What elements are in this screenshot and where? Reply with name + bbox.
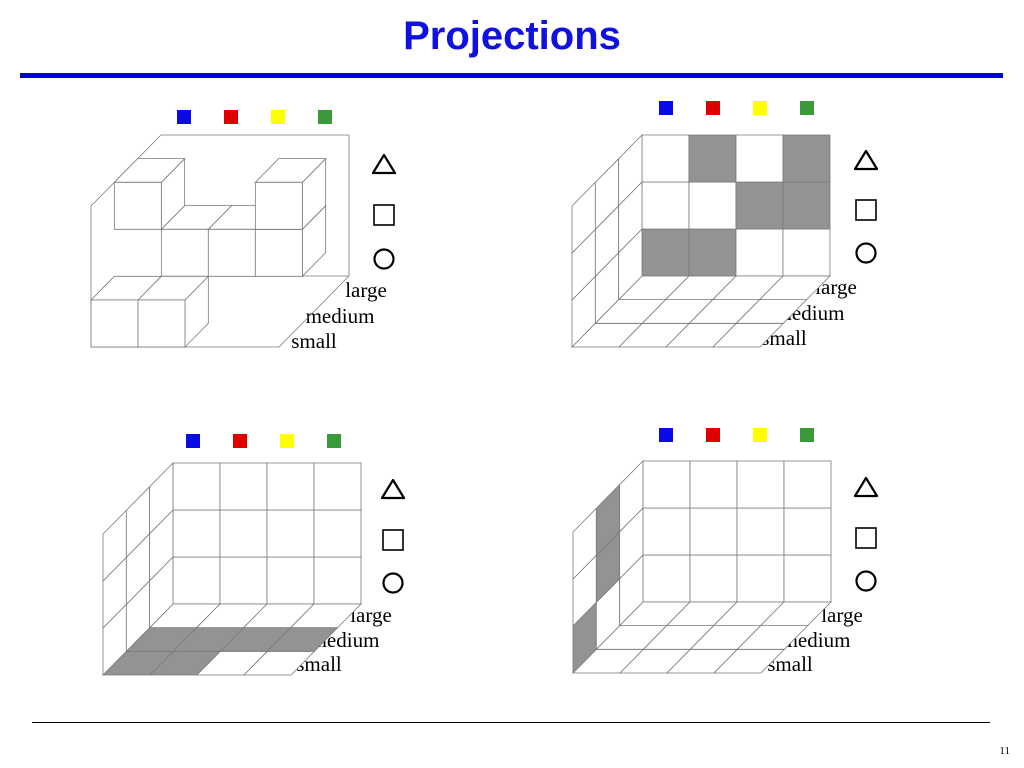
footer-divider — [32, 722, 990, 723]
back-wall-cell — [735, 134, 784, 183]
back-wall-cell — [641, 181, 690, 230]
square-icon — [373, 204, 395, 226]
back-wall-cell — [219, 462, 268, 511]
back-wall-cell — [172, 462, 221, 511]
square-icon — [855, 199, 877, 221]
swatch-blue — [659, 101, 673, 115]
swatch-blue — [659, 428, 673, 442]
shaded-cell — [641, 228, 690, 277]
back-wall-cell — [266, 462, 315, 511]
swatch-yellow — [271, 110, 285, 124]
back-wall-cell — [736, 554, 785, 603]
cube-front-face — [254, 181, 303, 230]
back-wall-cell — [689, 507, 738, 556]
back-wall-cell — [219, 509, 268, 558]
circle-icon — [373, 248, 395, 270]
page-number: 11 — [999, 745, 1010, 757]
back-wall-cell — [172, 509, 221, 558]
back-wall-cell — [735, 228, 784, 277]
back-wall-cell — [266, 509, 315, 558]
size-label-large: large — [821, 603, 863, 627]
cube-front-face — [254, 228, 303, 277]
swatch-yellow — [753, 101, 767, 115]
back-wall-cell — [642, 507, 691, 556]
back-wall-cell — [642, 554, 691, 603]
back-wall-cell — [736, 507, 785, 556]
swatch-green — [800, 428, 814, 442]
size-label-small: small — [291, 329, 337, 353]
swatch-yellow — [753, 428, 767, 442]
cube-block — [254, 157, 327, 231]
swatch-red — [706, 101, 720, 115]
back-wall-cell — [736, 460, 785, 509]
circle-icon — [855, 242, 877, 264]
cube-front-face — [207, 228, 256, 277]
shaded-cell — [688, 228, 737, 277]
back-wall-cell — [783, 460, 832, 509]
circle-icon — [382, 572, 404, 594]
size-label-medium: medium — [306, 304, 375, 328]
back-wall-cell — [313, 509, 362, 558]
back-wall-cell — [783, 554, 832, 603]
floor-cell — [759, 601, 832, 627]
back-wall-cell — [313, 556, 362, 605]
cube-front-face — [137, 299, 186, 348]
triangle-icon — [853, 149, 879, 171]
shaded-cell — [782, 181, 831, 230]
swatch-green — [327, 434, 341, 448]
circle-icon — [855, 570, 877, 592]
back-wall-cell — [313, 462, 362, 511]
back-wall-cell — [641, 134, 690, 183]
cube-front-face — [90, 299, 139, 348]
side-wall-cell — [619, 460, 644, 533]
swatch-red — [706, 428, 720, 442]
side-wall-cell — [618, 134, 643, 207]
back-wall-cell — [782, 228, 831, 277]
triangle-icon — [380, 478, 406, 500]
swatch-red — [233, 434, 247, 448]
cube-block — [137, 275, 210, 348]
swatch-yellow — [280, 434, 294, 448]
back-wall-cell — [219, 556, 268, 605]
size-label-large: large — [345, 278, 387, 302]
cube-front-face — [113, 181, 162, 230]
shaded-cell — [782, 134, 831, 183]
square-icon — [382, 529, 404, 551]
back-wall-cell — [642, 460, 691, 509]
swatch-green — [800, 101, 814, 115]
shaded-cell — [735, 181, 784, 230]
square-icon — [855, 527, 877, 549]
title-underline — [20, 73, 1003, 78]
side-wall-cell — [149, 462, 174, 535]
swatch-blue — [186, 434, 200, 448]
shaded-cell — [688, 134, 737, 183]
back-wall-cell — [689, 554, 738, 603]
back-wall-cell — [689, 460, 738, 509]
back-wall-cell — [172, 556, 221, 605]
triangle-icon — [853, 476, 879, 498]
swatch-blue — [177, 110, 191, 124]
frame-edge — [278, 275, 350, 348]
back-wall-cell — [688, 181, 737, 230]
cube-front-face — [160, 228, 209, 277]
swatch-green — [318, 110, 332, 124]
back-wall-cell — [266, 556, 315, 605]
cube-block — [113, 157, 186, 231]
triangle-icon — [371, 153, 397, 175]
floor-cell — [289, 603, 362, 629]
back-wall-cell — [783, 507, 832, 556]
swatch-red — [224, 110, 238, 124]
page-title: Projections — [403, 14, 621, 58]
floor-cell — [758, 275, 831, 301]
